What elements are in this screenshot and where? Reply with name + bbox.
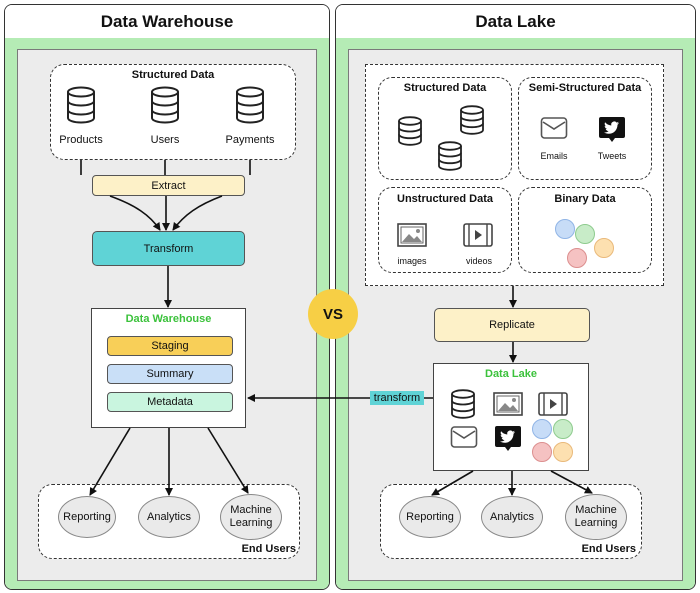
transform-tag: transform [370, 391, 424, 405]
end-user-analytics: Analytics [481, 496, 543, 538]
binary-data-title: Binary Data [554, 193, 616, 205]
binary-dot-icon [555, 219, 575, 239]
end-users-title-left: End Users [241, 543, 296, 555]
source-label-payments: Payments [225, 134, 275, 146]
database-icon [235, 86, 265, 129]
end-user-reporting: Reporting [58, 496, 116, 538]
vs-badge: VS [308, 289, 358, 339]
replicate-step: Replicate [434, 308, 590, 342]
unstructured-title: Unstructured Data [397, 193, 493, 205]
image-icon [397, 223, 427, 252]
binary-dot-icon [594, 238, 614, 258]
image-icon [493, 392, 523, 421]
binary-dot-icon [553, 419, 573, 439]
summary-layer: Summary [107, 364, 233, 384]
metadata-layer: Metadata [107, 392, 233, 412]
panel-title-warehouse: Data Warehouse [5, 5, 329, 39]
database-icon [437, 141, 463, 176]
extract-step: Extract [92, 175, 245, 196]
tweet-icon [598, 115, 626, 148]
unstructured-item-videos: videos [465, 256, 492, 266]
video-icon [538, 392, 568, 421]
source-label-users: Users [150, 134, 180, 146]
warehouse-store-title: Data Warehouse [125, 313, 212, 325]
lake-store-title: Data Lake [485, 368, 537, 380]
database-icon [66, 86, 96, 129]
binary-dot-icon [567, 248, 587, 268]
mail-icon [450, 425, 478, 454]
binary-dot-icon [553, 442, 573, 462]
database-icon [450, 389, 476, 424]
transform-step: Transform [92, 231, 245, 266]
semi-structured-group [518, 77, 652, 180]
database-icon [397, 116, 423, 151]
binary-dot-icon [532, 442, 552, 462]
semi-item-tweets: Tweets [597, 151, 627, 161]
semi-item-emails: Emails [540, 151, 568, 161]
tweet-icon [494, 424, 522, 457]
staging-layer: Staging [107, 336, 233, 356]
unstructured-item-images: images [397, 256, 427, 266]
binary-dot-icon [575, 224, 595, 244]
database-icon [459, 105, 485, 140]
binary-dot-icon [532, 419, 552, 439]
end-user-analytics: Analytics [138, 496, 200, 538]
mail-icon [540, 116, 568, 145]
video-icon [463, 223, 493, 252]
lake-structured-title: Structured Data [403, 82, 487, 94]
source-label-products: Products [59, 134, 103, 146]
end-users-title-right: End Users [581, 543, 636, 555]
end-user-reporting: Reporting [399, 496, 461, 538]
panel-title-lake: Data Lake [336, 5, 695, 39]
semi-structured-title: Semi-Structured Data [528, 82, 642, 94]
structured-data-title: Structured Data [131, 69, 215, 81]
database-icon [150, 86, 180, 129]
end-user-machine-learning: Machine Learning [220, 494, 282, 540]
end-user-machine-learning: Machine Learning [565, 494, 627, 540]
